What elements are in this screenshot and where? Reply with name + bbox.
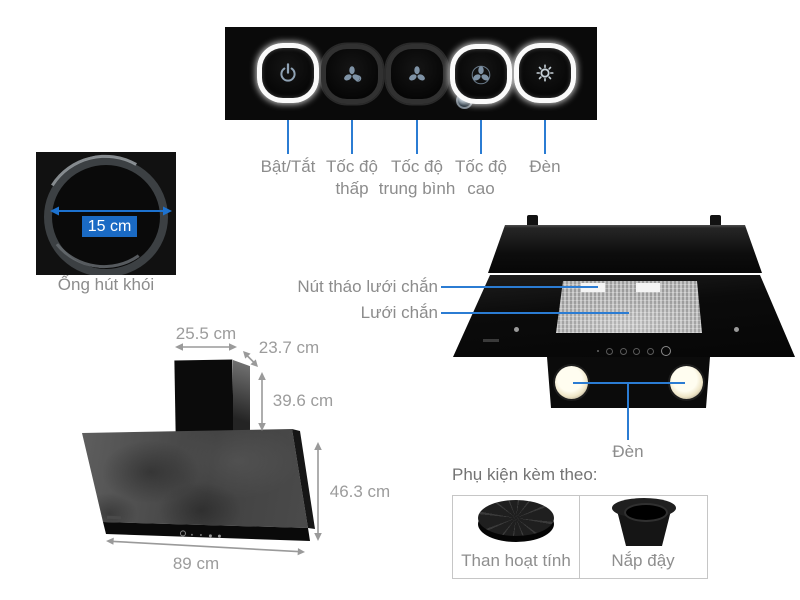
accessories-heading: Phụ kiện kèm theo:	[452, 465, 598, 484]
callout-line-light	[544, 120, 546, 154]
callout-line-fan-low	[351, 120, 353, 154]
mount-clip	[527, 215, 538, 230]
mount-clip	[710, 215, 721, 230]
dimension-arrows	[106, 343, 322, 556]
hood-glass-panel	[82, 429, 308, 528]
hood-top-glass	[488, 225, 762, 273]
fan-medium-icon	[409, 66, 425, 81]
touch-control-row	[597, 342, 672, 360]
callout-line-filter-release	[441, 286, 598, 288]
fan-medium-button	[386, 44, 448, 104]
duct-photo	[36, 152, 176, 275]
hood-logo	[483, 339, 499, 342]
power-button-label: Bật/Tắt	[260, 157, 316, 176]
duct-size-badge: 15 cm	[82, 216, 137, 237]
fan-medium-button-label: Tốc độ trung bình	[378, 157, 456, 199]
callout-line-lamp-down	[627, 382, 629, 440]
light-button	[514, 43, 576, 103]
dim-chimney-depth: 23.7 cm	[258, 338, 320, 357]
fan-high-button	[450, 44, 512, 104]
callout-line-lamps	[573, 382, 685, 384]
callout-line-fan-medium	[416, 120, 418, 154]
light-icon	[536, 64, 554, 82]
callout-line-fan-high	[480, 120, 482, 154]
fan-low-button-label: Tốc độ thấp	[326, 157, 378, 199]
carbon-filter-icon	[478, 500, 554, 536]
dim-chimney-width: 25.5 cm	[175, 324, 237, 343]
mesh-filter	[556, 281, 702, 333]
lamp-label: Đèn	[612, 442, 644, 461]
dim-body-height: 46.3 cm	[329, 482, 391, 501]
duct-caption: Ống hút khói	[57, 275, 155, 294]
power-button	[257, 43, 319, 103]
cap-hole-icon	[624, 503, 668, 522]
fan-low-icon	[344, 66, 362, 82]
dim-body-width: 89 cm	[172, 554, 220, 573]
fan-high-button-label: Tốc độ cao	[455, 157, 507, 199]
carbon-filter-label: Than hoạt tính	[461, 551, 571, 570]
accessories-divider	[579, 495, 580, 579]
fan-low-button	[321, 44, 383, 104]
filter-release-tab	[636, 283, 660, 292]
power-icon	[280, 63, 296, 82]
callout-line-mesh	[441, 312, 629, 314]
mesh-label: Lưới chắn	[360, 303, 438, 322]
fan-high-icon	[471, 65, 491, 85]
light-button-label: Đèn	[529, 157, 561, 176]
cap-label: Nắp đậy	[611, 551, 675, 570]
callout-line-power	[287, 120, 289, 154]
screw-icon	[514, 327, 519, 332]
dim-chimney-height: 39.6 cm	[272, 391, 334, 410]
filter-release-label: Nút tháo lưới chắn	[297, 277, 438, 296]
screw-icon	[734, 327, 739, 332]
duct-arrow	[50, 206, 172, 216]
